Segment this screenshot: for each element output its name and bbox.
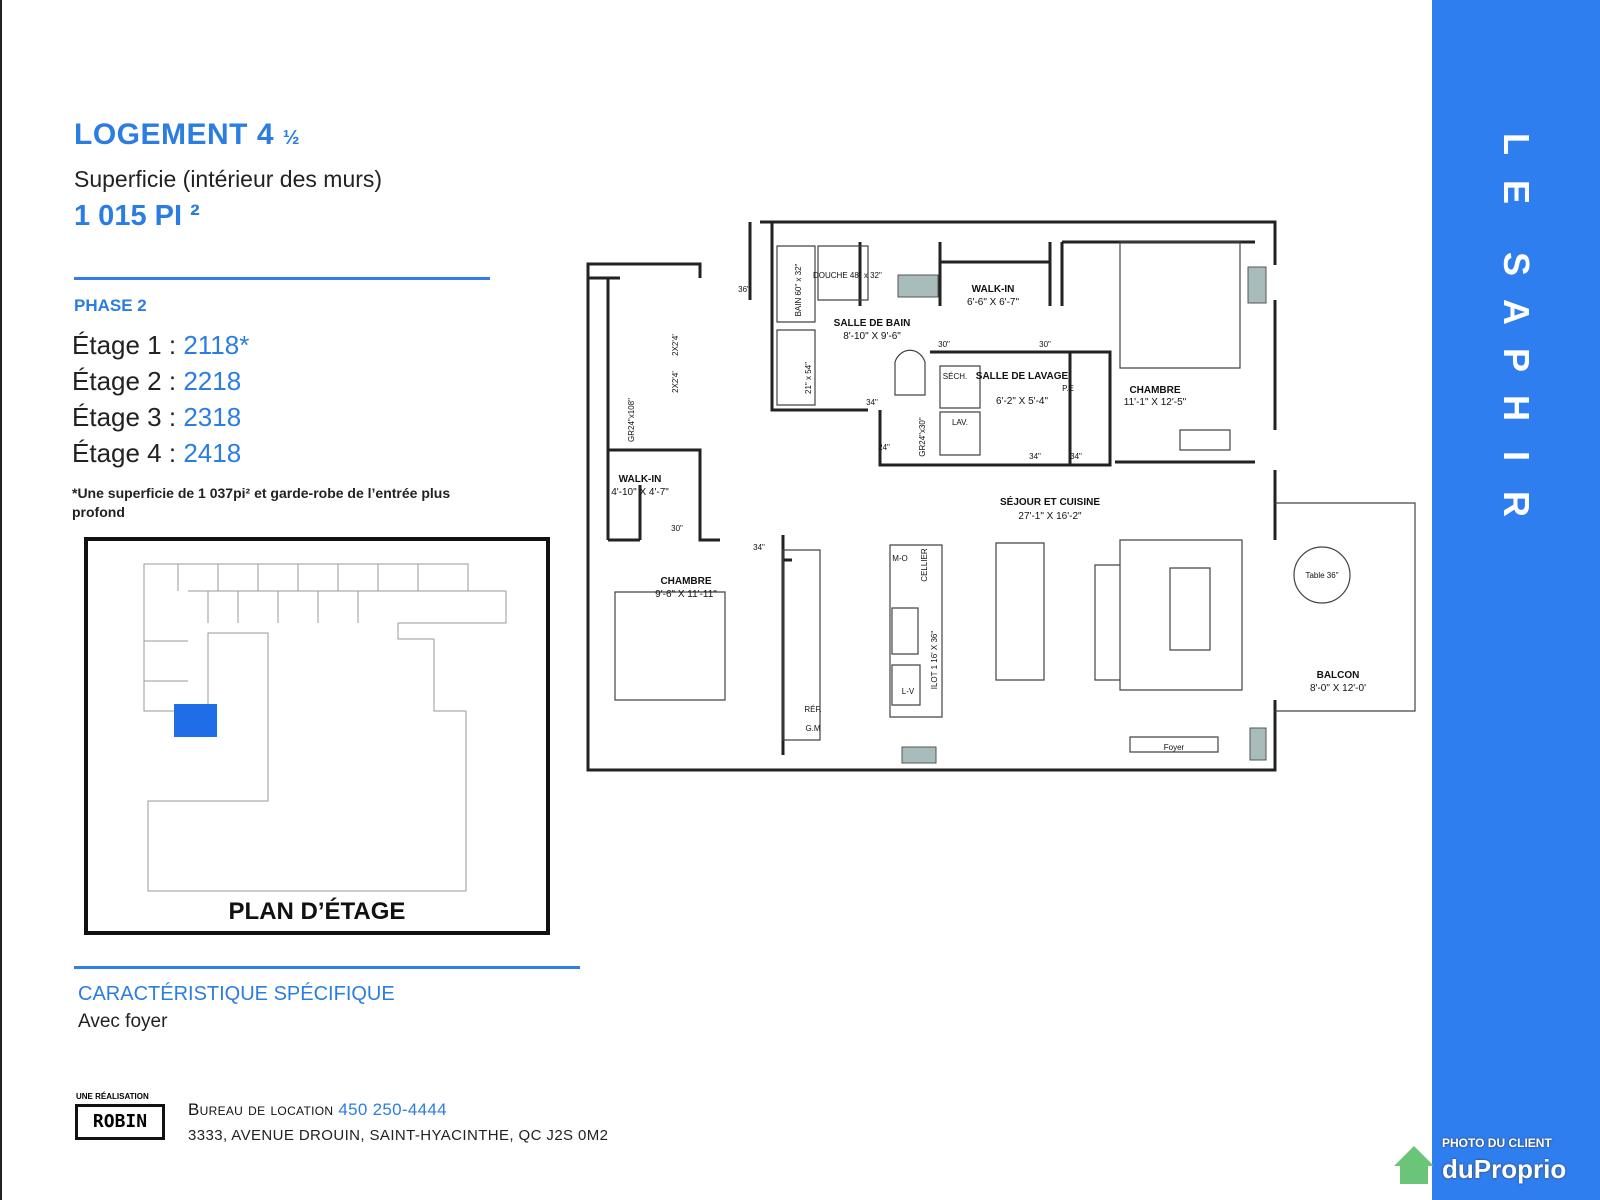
closet-label: GR24"x30" — [918, 417, 927, 457]
door-width: 30" — [938, 340, 950, 349]
brand-letter: I — [1495, 450, 1537, 462]
feature-heading: CARACTÉRISTIQUE SPÉCIFIQUE — [78, 983, 395, 1005]
room-dim: 4'-10" X 4'-7" — [611, 487, 669, 498]
door-width: 34" — [1070, 452, 1082, 461]
fridge-label: RÉF. — [804, 705, 821, 714]
room-name: CHAMBRE — [660, 576, 711, 587]
floor-plan: SALLE DE BAIN 8'-10" X 9'-6" WALK-IN 6'-… — [586, 220, 1416, 772]
floor-unit: 2318 — [183, 402, 242, 432]
door-width: 34" — [866, 398, 878, 407]
floor-unit: 2118 — [183, 330, 240, 360]
address: 3333, AVENUE DROUIN, SAINT-HYACINTHE, QC… — [188, 1127, 609, 1144]
floor-row: Étage 2 : 2218 — [72, 366, 241, 397]
island-label: ILOT 1 16' X 36" — [930, 631, 939, 690]
room-name: WALK-IN — [619, 474, 662, 485]
watermark-line1: PHOTO DU CLIENT — [1442, 1136, 1552, 1150]
room-name: BALCON — [1317, 670, 1360, 681]
area-subtitle: Superficie (intérieur des murs) — [74, 166, 383, 192]
phase-label: PHASE 2 — [74, 296, 147, 315]
fireplace-label: Foyer — [1164, 743, 1185, 752]
page-title: LOGEMENT 4 ½ — [74, 118, 300, 152]
divider — [74, 277, 490, 280]
feature-value: Avec foyer — [78, 1011, 168, 1032]
door-width: 30" — [1039, 340, 1051, 349]
office-phone[interactable]: 450 250-4444 — [338, 1100, 447, 1119]
door-width: 34" — [1029, 452, 1041, 461]
house-icon — [1394, 1146, 1434, 1184]
shower-label: DOUCHE 48" x 32" — [813, 271, 882, 280]
unit-highlight — [174, 704, 217, 737]
brand-letter: R — [1496, 491, 1537, 517]
brand-letter: P — [1495, 347, 1537, 373]
realisation-label: UNE RÉALISATION — [76, 1092, 149, 1101]
microwave-label: M-O — [892, 554, 908, 563]
walls — [586, 220, 1277, 772]
room-name: SALLE DE LAVAGE — [976, 371, 1069, 382]
door-width: 24" — [878, 443, 890, 452]
room-dim: 6'-2" X 5'-4" — [996, 396, 1049, 407]
brand-letter: L — [1496, 133, 1537, 155]
site-plan-label: PLAN D’ÉTAGE — [228, 898, 406, 925]
door-width: 30" — [671, 524, 683, 533]
footnote: *Une superficie de 1 037pi² et garde-rob… — [72, 485, 451, 520]
floor-row: Étage 3 : 2318 — [72, 402, 241, 433]
office-label: Bureau de location — [188, 1100, 334, 1119]
brand-letter: A — [1496, 299, 1537, 325]
room-dim: 8'-0" X 12'-0' — [1310, 683, 1366, 694]
page-border — [0, 0, 2, 1200]
closet-label: 2X2'4' — [671, 371, 680, 393]
brand-letter: S — [1495, 251, 1537, 277]
floor-row: Étage 4 : 2418 — [72, 438, 241, 469]
room-dim: 6'-6" X 6'-7" — [967, 297, 1020, 308]
room-name: SÉJOUR ET CUISINE — [1000, 495, 1100, 508]
watermark-line2: duProprio — [1442, 1154, 1567, 1184]
bath-label: BAIN 60" x 32" — [794, 263, 803, 316]
water-heater-label: P.E — [1062, 384, 1074, 393]
floor-unit: 2418 — [183, 438, 242, 468]
room-dim: 9'-6" X 11'-11" — [655, 589, 717, 600]
room-name: WALK-IN — [972, 284, 1015, 295]
closet-label: 2X2'4' — [671, 334, 680, 356]
title-fraction: ½ — [282, 127, 301, 149]
room-name: CHAMBRE — [1129, 385, 1180, 396]
title-text: LOGEMENT 4 — [74, 118, 275, 151]
floor-label: Étage 4 : — [72, 438, 177, 468]
brand-letter: E — [1495, 179, 1537, 205]
brand-sidebar — [1432, 0, 1600, 1200]
floor-mark: * — [239, 330, 250, 360]
closet-label: GR24"x108" — [627, 398, 636, 442]
wine-cellar-label: CELLIER — [920, 548, 929, 582]
brand-letter: H — [1496, 395, 1537, 421]
dryer-label: SÉCH. — [943, 372, 967, 381]
room-name: SALLE DE BAIN — [834, 318, 911, 329]
washer-label: LAV. — [952, 418, 968, 427]
room-dim: 8'-10" X 9'-6" — [843, 331, 901, 342]
builder-logo: ROBIN — [75, 1104, 165, 1140]
divider — [74, 966, 580, 969]
site-plan — [84, 537, 550, 935]
room-dim: 27'-1" X 16'-2" — [1018, 511, 1082, 522]
door-width: 36" — [738, 285, 750, 294]
site-plan-drawing — [143, 563, 507, 892]
area-value: 1 015 PI ² — [74, 200, 200, 232]
vanity-label: 21" x 54" — [804, 362, 813, 394]
room-dim: 11'-1" X 12'-5" — [1124, 397, 1187, 408]
pantry-label: G.M — [805, 724, 820, 733]
door-width: 34" — [753, 543, 765, 552]
table-label: Table 36" — [1305, 571, 1338, 580]
floor-label: Étage 3 : — [72, 402, 177, 432]
office-line: Bureau de location 450 250-4444 — [188, 1100, 447, 1120]
floor-label: Étage 1 : — [72, 330, 177, 360]
floor-unit: 2218 — [183, 366, 242, 396]
floor-label: Étage 2 : — [72, 366, 177, 396]
brand-name: L E S A P H I R — [1432, 120, 1600, 528]
floor-row: Étage 1 : 2118* — [72, 330, 249, 361]
dishwasher-label: L-V — [902, 687, 915, 696]
